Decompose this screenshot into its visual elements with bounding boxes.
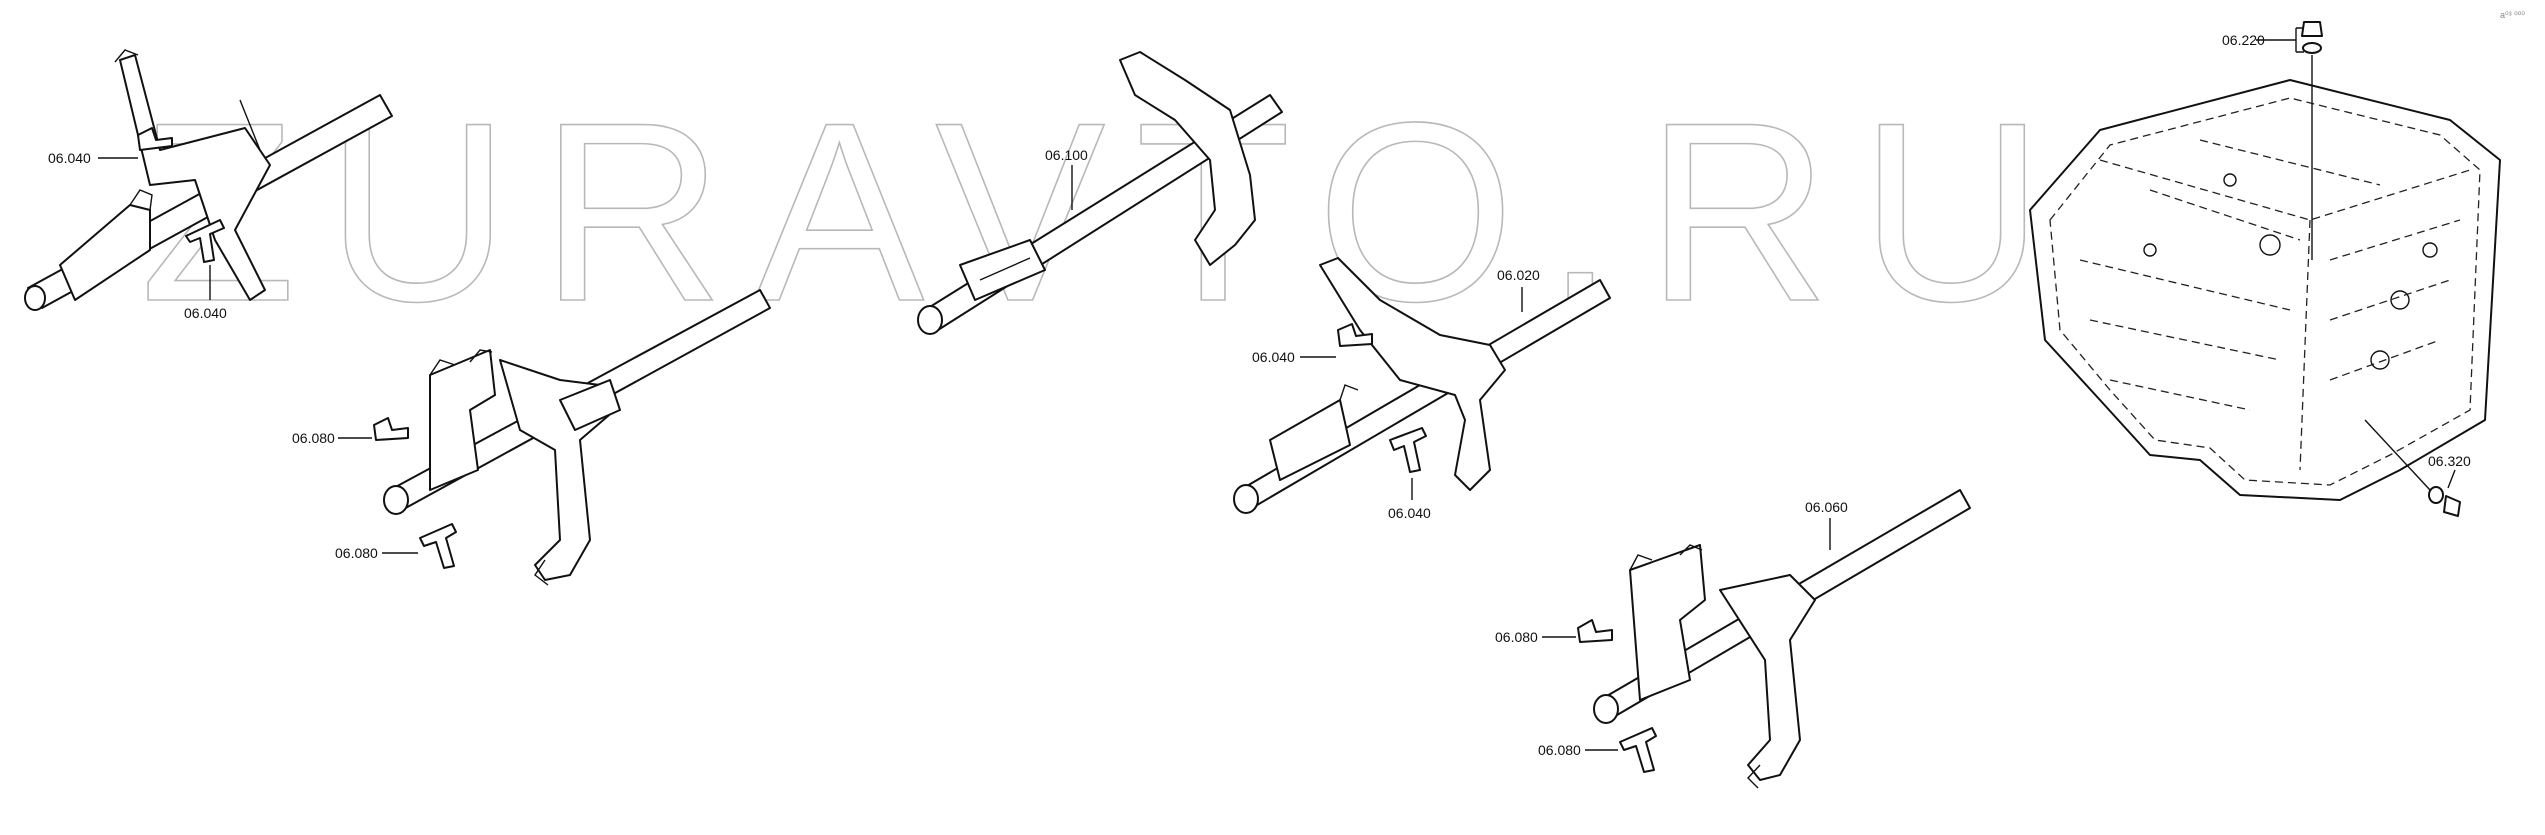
part-label-06220: 06.220	[2222, 32, 2265, 48]
gearbox-housing	[2029, 21, 2501, 517]
part-label-06040-c: 06.040	[1252, 349, 1295, 365]
part-label-06080-b: 06.080	[335, 545, 378, 561]
part-label-06040-d: 06.040	[1388, 505, 1431, 521]
part-label-06040-b: 06.040	[184, 305, 227, 321]
shift-rod-assembly-2	[373, 289, 771, 586]
part-label-06080-c: 06.080	[1495, 629, 1538, 645]
leader-l13	[2447, 469, 2456, 489]
part-label-06040-a: 06.040	[48, 150, 91, 166]
shift-rod-assembly-1	[24, 49, 393, 311]
part-label-06020: 06.020	[1497, 267, 1540, 283]
part-label-06080-a: 06.080	[292, 430, 335, 446]
shift-rod-assembly-3	[1233, 257, 1611, 514]
part-label-06320: 06.320	[2428, 453, 2471, 469]
part-label-06080-d: 06.080	[1538, 742, 1581, 758]
leader-l12	[2256, 27, 2304, 53]
shift-rod-assembly-4	[1577, 489, 1971, 789]
shift-fork-06100	[917, 51, 1283, 335]
part-label-06060: 06.060	[1805, 499, 1848, 515]
part-label-06100: 06.100	[1045, 147, 1088, 163]
corner-mark: a⁰³ ⁰⁰⁰	[2500, 10, 2525, 20]
